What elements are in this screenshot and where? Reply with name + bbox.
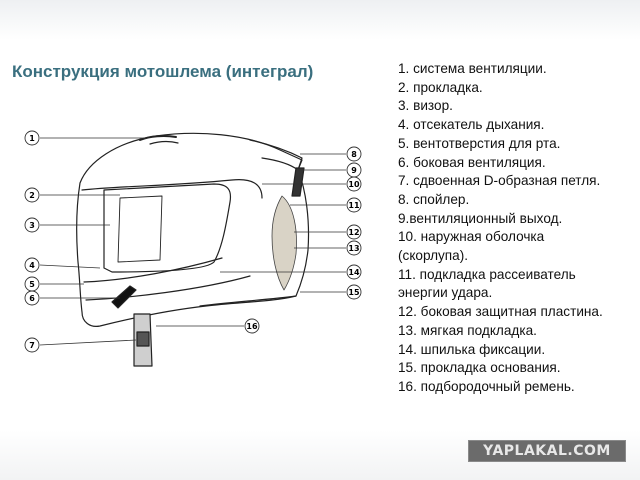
callout-4: 4 [24, 257, 40, 273]
callout-3: 3 [24, 217, 40, 233]
callout-2: 2 [24, 187, 40, 203]
callout-15: 15 [346, 284, 362, 300]
legend-item: 5. вентотверстия для рта. [398, 135, 561, 151]
svg-text:7: 7 [29, 341, 35, 350]
callout-8: 8 [346, 146, 362, 162]
side-vent [111, 285, 137, 309]
legend-item: 10. наружная оболочка [398, 229, 545, 245]
callout-6: 6 [24, 290, 40, 306]
callout-10: 10 [346, 176, 362, 192]
callout-16: 16 [244, 318, 260, 334]
legend-item: 2. прокладка. [398, 79, 483, 95]
svg-text:2: 2 [29, 191, 35, 200]
svg-text:9: 9 [351, 166, 357, 175]
legend-item: 4. отсекатель дыхания. [398, 117, 545, 133]
svg-text:8: 8 [351, 150, 357, 159]
svg-text:3: 3 [29, 221, 35, 230]
callout-14: 14 [346, 264, 362, 280]
eps-liner [271, 195, 297, 291]
legend-item: 7. сдвоенная D-образная петля. [398, 173, 601, 189]
legend-item: 14. шпилька фиксации. [398, 341, 546, 357]
callout-7: 7 [24, 337, 40, 353]
legend-item: 8. спойлер. [398, 191, 470, 207]
legend-item: 16. подбородочный ремень. [398, 378, 575, 394]
helmet-drawing [76, 132, 310, 367]
legend-item: 13. мягкая подкладка. [398, 322, 537, 338]
svg-text:6: 6 [29, 294, 35, 303]
helmet-diagram: 1 2 3 4 5 6 7 8 9 10 11 12 13 14 15 16 [24, 130, 362, 367]
legend-item: 6. боковая вентиляция. [398, 154, 546, 170]
svg-text:13: 13 [348, 244, 359, 253]
legend-item: 9.вентиляционный выход. [398, 210, 563, 226]
svg-text:16: 16 [246, 322, 258, 331]
legend-item: (скорлупа). [398, 248, 469, 264]
svg-text:5: 5 [29, 280, 35, 289]
legend-item: 1. система вентиляции. [398, 61, 547, 76]
callout-1: 1 [24, 130, 40, 146]
legend-item: 12. боковая защитная пластина. [398, 304, 603, 320]
legend-list: 1. система вентиляции. 2. прокладка. 3. … [398, 60, 634, 397]
svg-text:11: 11 [348, 201, 360, 210]
callout-11: 11 [346, 197, 362, 213]
callout-12: 12 [346, 224, 362, 240]
top-vent [139, 135, 177, 141]
callout-13: 13 [346, 240, 362, 256]
diagram-title: Конструкция мотошлема (интеграл) [12, 62, 314, 81]
watermark-badge: YAPLAKAL.COM [468, 440, 626, 462]
legend-item: энергии удара. [398, 285, 493, 301]
svg-text:4: 4 [29, 261, 35, 270]
legend-item: 3. визор. [398, 98, 453, 114]
svg-text:14: 14 [348, 268, 360, 277]
d-ring [136, 331, 150, 347]
callout-5: 5 [24, 276, 40, 292]
leader-lines [39, 137, 346, 346]
svg-text:12: 12 [348, 228, 359, 237]
svg-text:1: 1 [29, 134, 35, 143]
spoiler [249, 139, 303, 171]
svg-text:15: 15 [348, 288, 360, 297]
rear-exhaust [291, 167, 305, 197]
visor-opening [103, 183, 232, 273]
callouts: 1 2 3 4 5 6 7 8 9 10 11 12 13 14 15 16 [24, 130, 362, 353]
callout-9: 9 [346, 162, 362, 178]
legend-item: 11. подкладка рассеиватель [398, 266, 576, 282]
svg-text:10: 10 [348, 180, 360, 189]
legend-item: 15. прокладка основания. [398, 360, 561, 376]
